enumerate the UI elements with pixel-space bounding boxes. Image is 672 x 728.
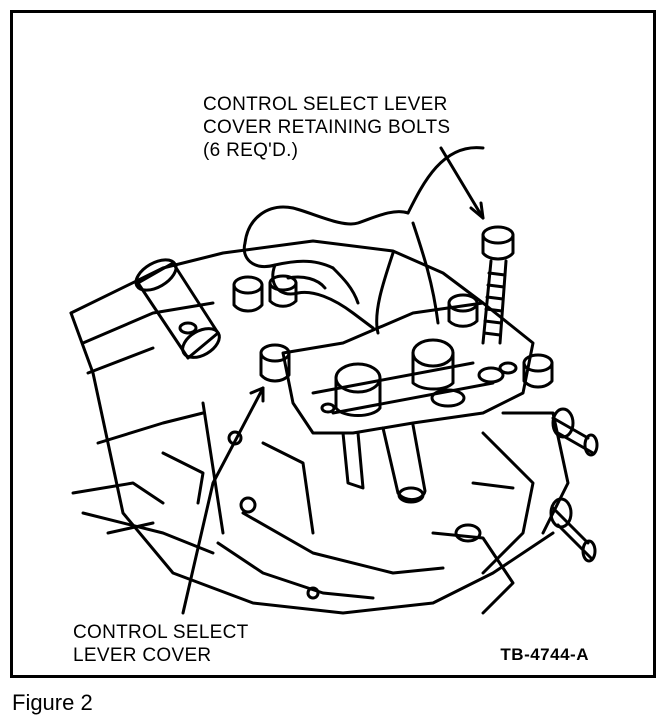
bolt-bosses <box>232 274 554 389</box>
transmission-case <box>69 239 555 615</box>
cover-callout: CONTROL SELECT LEVER COVER <box>73 621 249 667</box>
cover-callout-line-1: CONTROL SELECT <box>73 622 249 643</box>
lever-cover-plate <box>281 301 535 504</box>
bolts-callout-line-3: (6 REQ'D.) <box>203 140 299 161</box>
right-studs <box>431 407 599 615</box>
cover-callout-line-2: LEVER COVER <box>73 645 212 666</box>
hand <box>242 146 485 335</box>
bolts-leader-line <box>439 146 485 220</box>
retaining-bolt <box>481 225 515 345</box>
transmission-illustration <box>69 146 599 615</box>
case-holes <box>227 430 320 600</box>
figure-caption: Figure 2 <box>12 690 93 715</box>
cover-leader-line <box>181 386 265 615</box>
figure-frame: CONTROL SELECT LEVER COVER RETAINING BOL… <box>10 10 656 678</box>
reference-code: TB-4744-A <box>500 645 589 664</box>
bolts-callout-line-2: COVER RETAINING BOLTS <box>203 117 451 138</box>
bolts-callout-line-1: CONTROL SELECT LEVER <box>203 94 448 115</box>
bolts-callout: CONTROL SELECT LEVER COVER RETAINING BOL… <box>203 93 450 162</box>
left-boss <box>134 258 221 360</box>
